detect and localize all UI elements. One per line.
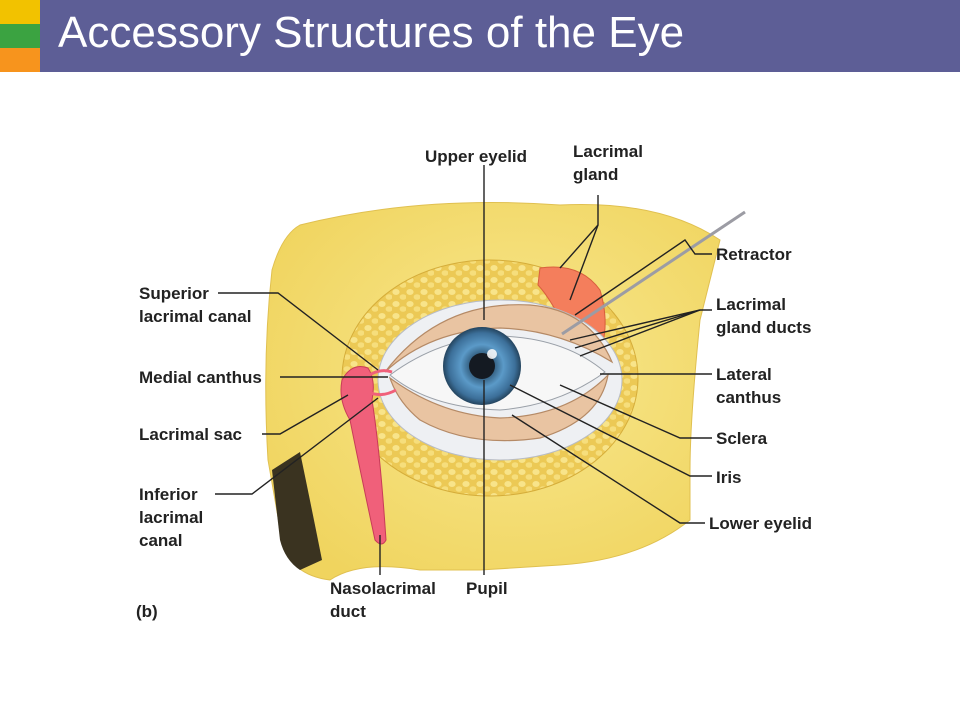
label-lacrimal-gland-ducts-line1: Lacrimal [716, 295, 786, 314]
label-sclera: Sclera [716, 429, 768, 448]
pupil [469, 353, 495, 379]
accent-block-green [0, 24, 40, 48]
label-lacrimal-gland-line2: gland [573, 165, 618, 184]
label-lacrimal-sac: Lacrimal sac [139, 425, 242, 444]
label-lateral-canthus-line1: Lateral [716, 365, 772, 384]
accent-block-orange [0, 48, 40, 72]
label-lateral-canthus-line2: canthus [716, 388, 781, 407]
label-superior-lacrimal-canal-line1: Superior [139, 284, 209, 303]
lacrimal-sac [340, 366, 387, 545]
label-lacrimal-gland-ducts-line2: gland ducts [716, 318, 811, 337]
label-lower-eyelid: Lower eyelid [709, 514, 812, 533]
label-inferior-lacrimal-canal-line1: Inferior [139, 485, 198, 504]
figure-panel-letter: (b) [136, 602, 158, 621]
label-retractor: Retractor [716, 245, 792, 264]
nasal-cavity-shadow [272, 452, 322, 570]
title-bar: Accessory Structures of the Eye [40, 0, 960, 72]
label-pupil: Pupil [466, 579, 508, 598]
label-superior-lacrimal-canal-line2: lacrimal canal [139, 307, 251, 326]
label-iris: Iris [716, 468, 742, 487]
lacrimal-canals [367, 369, 397, 397]
leader-lines [215, 165, 712, 575]
label-nasolacrimal-duct-line1: Nasolacrimal [330, 579, 436, 598]
eye-highlight [487, 349, 497, 359]
retractor-instrument [561, 210, 746, 336]
label-nasolacrimal-duct-line2: duct [330, 602, 366, 621]
lower-eyelid [388, 373, 609, 442]
label-lacrimal-gland-line1: Lacrimal [573, 142, 643, 161]
label-inferior-lacrimal-canal-line3: canal [139, 531, 182, 550]
label-upper-eyelid: Upper eyelid [425, 147, 527, 166]
upper-eyelid [384, 304, 614, 373]
accent-block-yellow [0, 0, 40, 24]
slide-title: Accessory Structures of the Eye [58, 8, 685, 57]
label-medial-canthus: Medial canthus [139, 368, 262, 387]
label-inferior-lacrimal-canal-line2: lacrimal [139, 508, 203, 527]
